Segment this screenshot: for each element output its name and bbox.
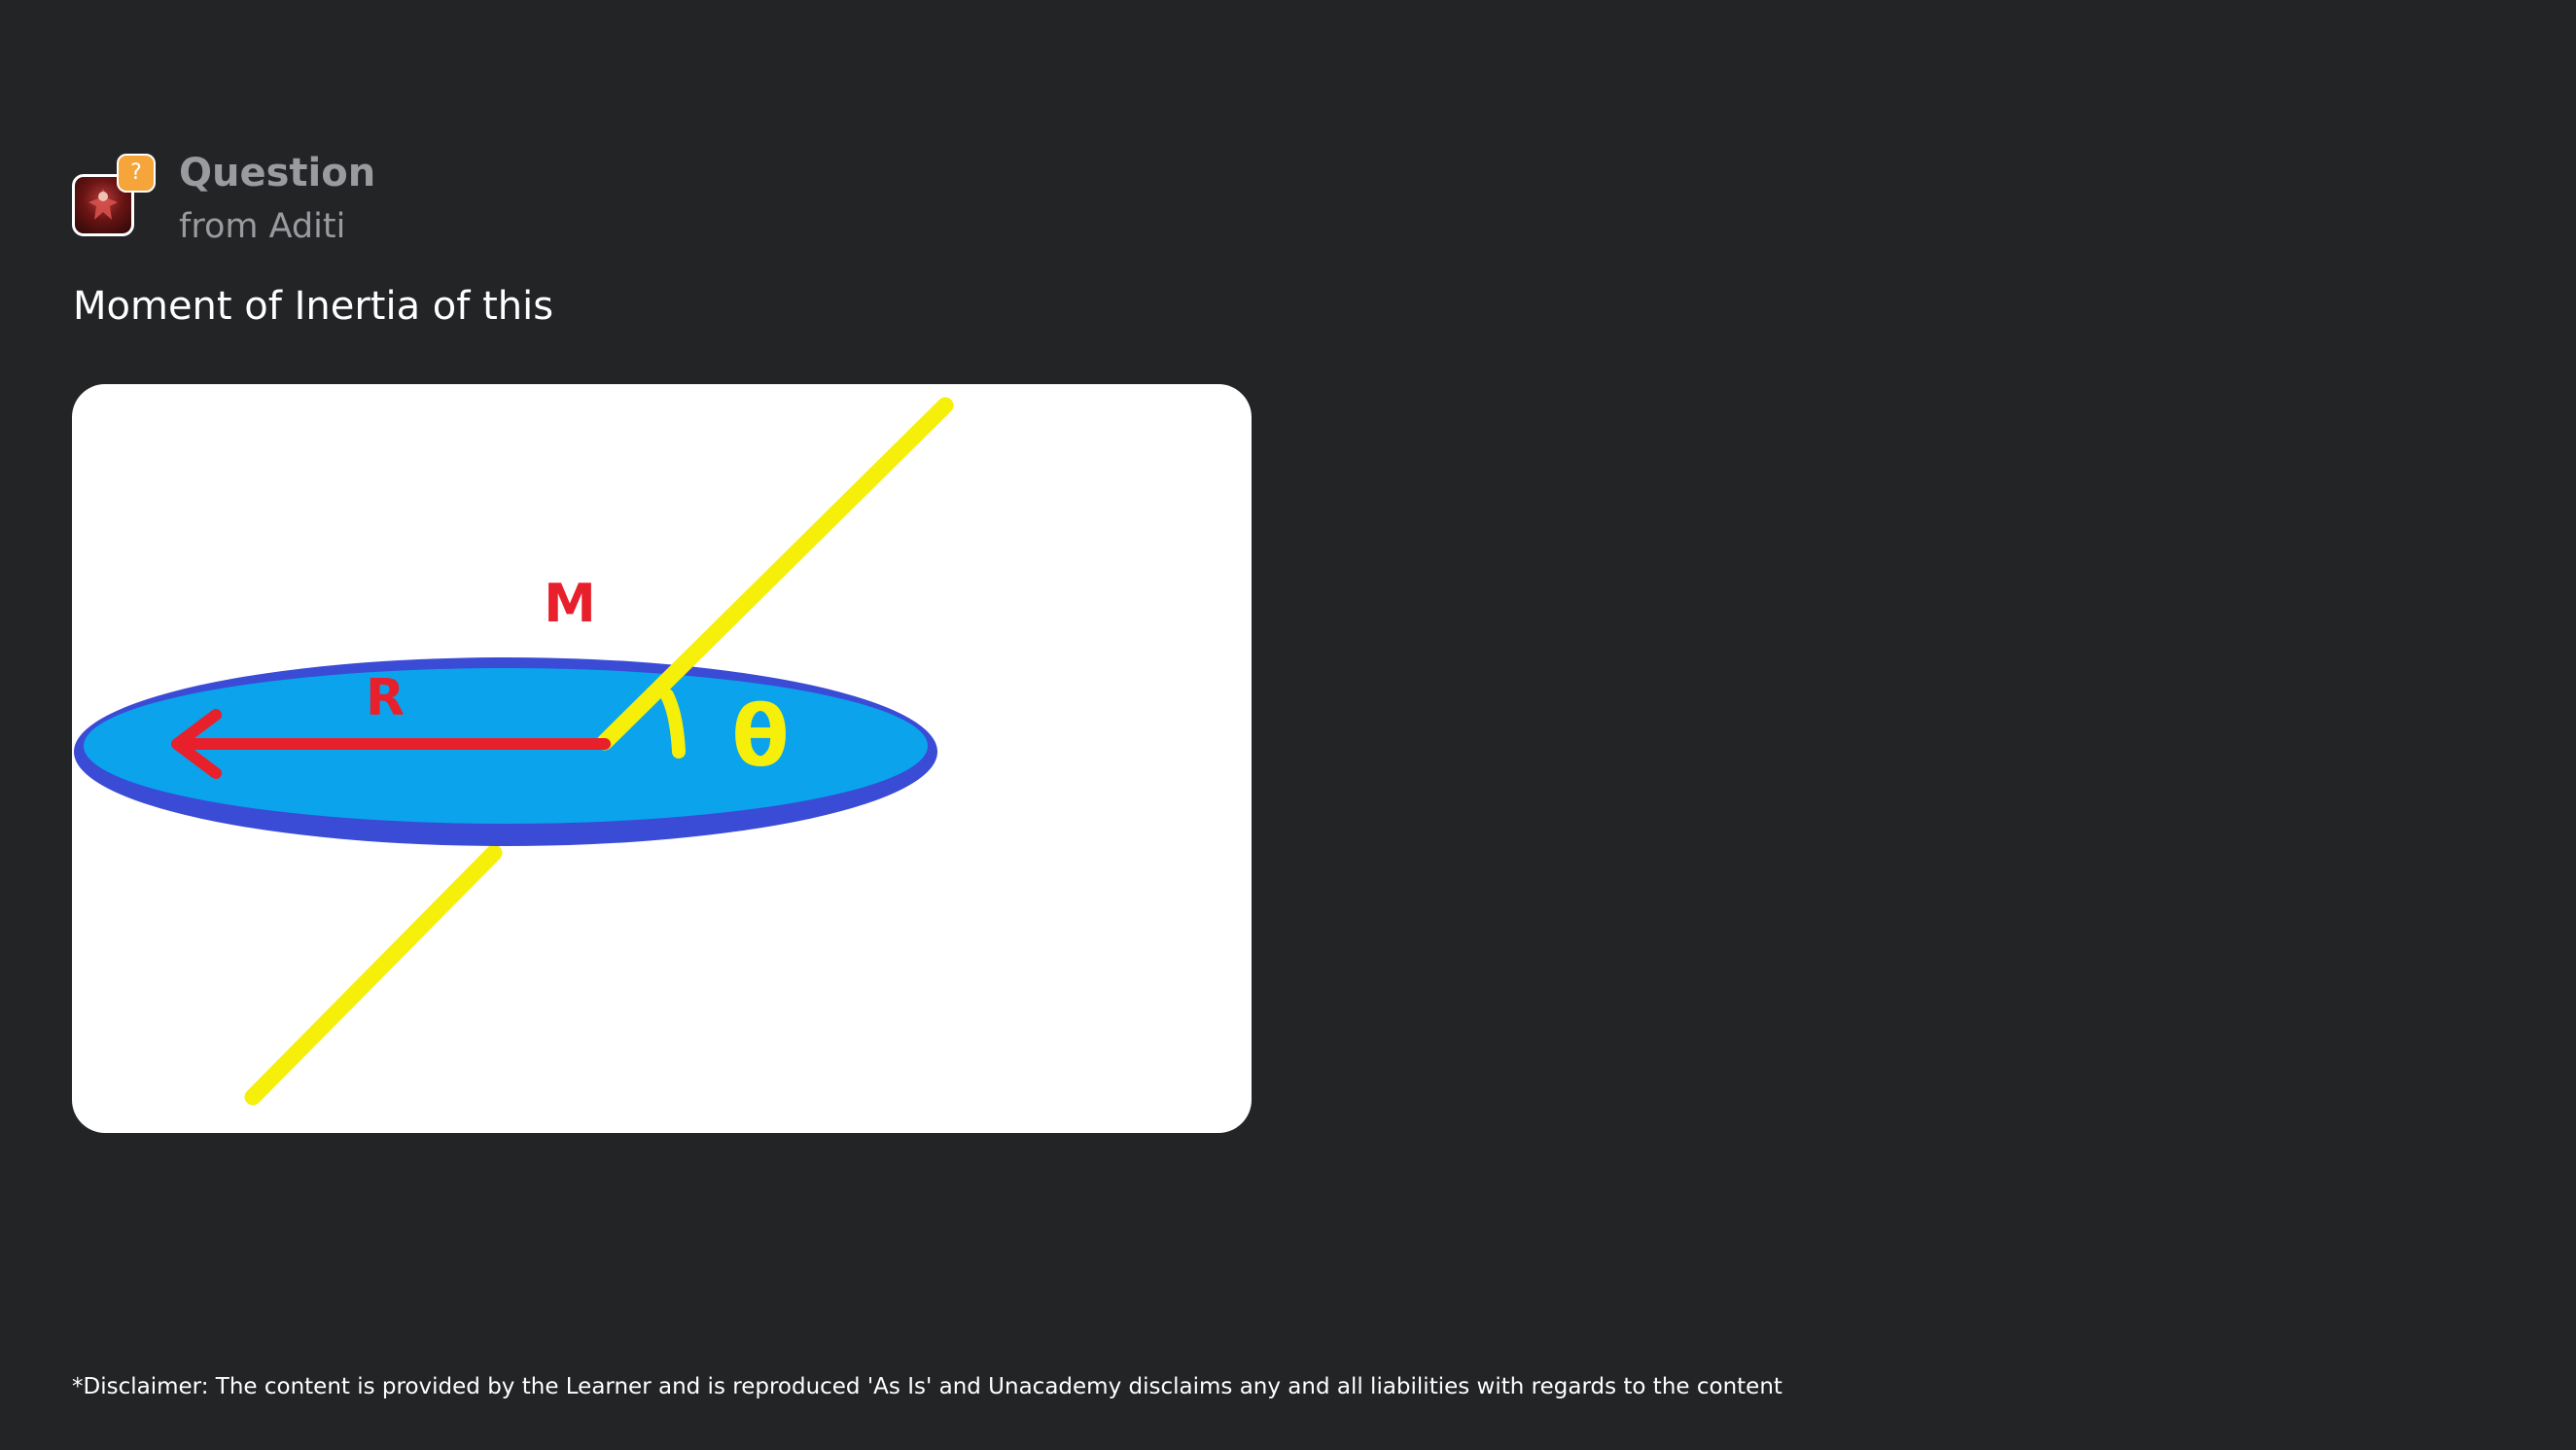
radius-label: R xyxy=(366,669,405,727)
disc-diagram: M R θ xyxy=(74,397,954,1106)
avatar-figure-icon xyxy=(88,189,118,220)
radius-arrow-head xyxy=(171,709,222,779)
question-mark-icon: ? xyxy=(117,154,156,193)
angle-label: θ xyxy=(731,689,789,786)
question-image[interactable]: M R θ xyxy=(72,384,1252,1133)
axis-lower-segment xyxy=(244,844,503,1106)
question-text: Moment of Inertia of this xyxy=(73,284,554,329)
disclaimer-text: *Disclaimer: The content is provided by … xyxy=(72,1374,1782,1399)
axis-upper-segment xyxy=(596,397,954,751)
angle-arc xyxy=(660,689,686,759)
author-line: from Aditi xyxy=(179,207,346,246)
question-header: ? Question from Aditi xyxy=(72,151,655,248)
mass-label: M xyxy=(544,573,596,634)
post-type-title: Question xyxy=(179,151,376,195)
